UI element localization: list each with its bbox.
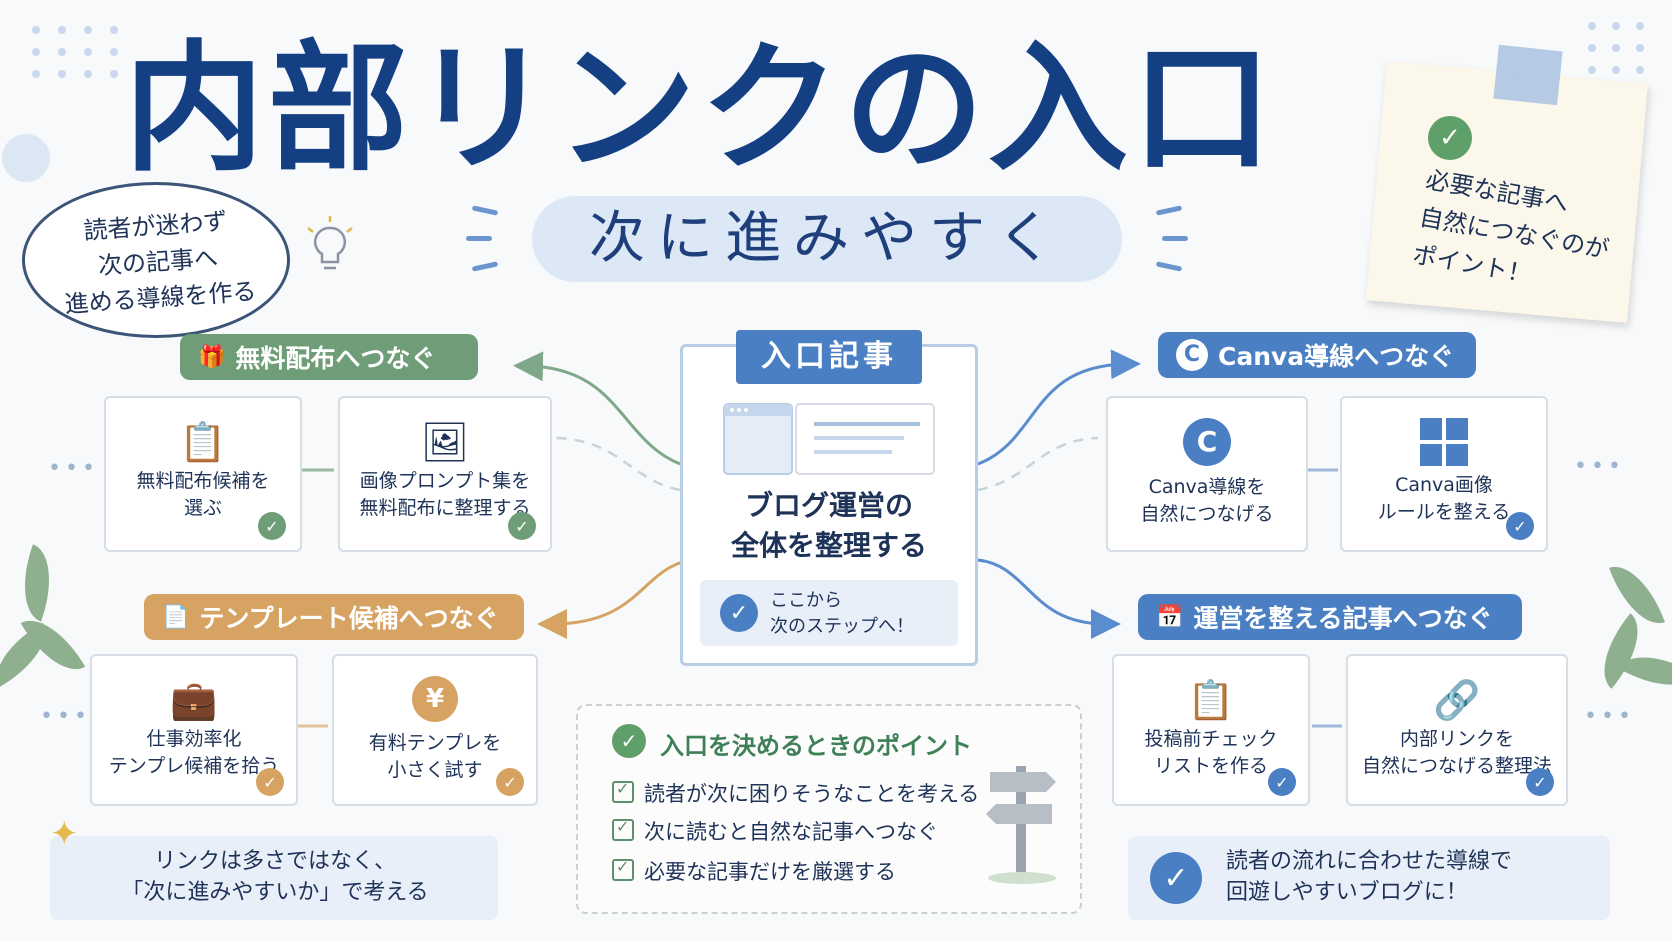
card-canva-image-rules: Canva画像 ルールを整える ✓ — [1340, 396, 1548, 552]
yen-icon: ¥ — [412, 676, 458, 722]
decor-dash — [466, 236, 492, 241]
points-title: 入口を決めるときのポイント — [660, 732, 972, 760]
check-icon: ✓ — [1150, 852, 1202, 904]
check-icon: ✓ — [720, 594, 758, 632]
bottom-left-text: リンクは多さではなく、 「次に進みやすいか」で考える — [121, 849, 429, 905]
bottom-right-note — [1128, 836, 1610, 920]
checklist-icon: 📋 — [1187, 678, 1235, 722]
check-icon: ✓ — [256, 768, 284, 796]
canva-icon: C — [1183, 418, 1231, 466]
checkbox-icon — [612, 857, 634, 881]
card-choose-free-candidates: 📋 無料配布候補を 選ぶ ✓ — [104, 396, 302, 552]
branch-label-free-distribution: 🎁無料配布へつなぐ — [180, 334, 478, 380]
decor-dots: ••• — [1584, 704, 1635, 729]
decor-dots: ••• — [40, 704, 91, 729]
check-icon: ✓ — [508, 512, 536, 540]
subtitle-pill: 次に進みやすく — [532, 196, 1122, 282]
image-icon: 🖼 — [420, 420, 470, 464]
card-organize-prompt-collection: 🖼 画像プロンプト集を 無料配布に整理する ✓ — [338, 396, 552, 552]
checkbox-icon — [612, 817, 634, 841]
calendar-icon: 📅 — [1156, 604, 1184, 630]
check-icon: ✓ — [1526, 768, 1554, 796]
decor-dots: ••• — [1574, 454, 1625, 479]
layout-grid-icon — [1420, 418, 1468, 466]
entry-article-label: 入口記事 — [736, 330, 922, 384]
bottom-right-text: 読者の流れに合わせた導線で 回遊しやすいブログに！ — [1226, 849, 1513, 905]
decor-dots: ••• — [48, 456, 99, 481]
card-pick-template-candidates: 💼 仕事効率化 テンプレ候補を拾う ✓ — [90, 654, 298, 806]
sparkle-icon: ✦ — [50, 814, 79, 854]
points-item: 読者が次に困りそうなことを考える — [612, 778, 979, 808]
link-icon: 🔗 — [1433, 678, 1481, 722]
check-icon: ✓ — [1268, 768, 1296, 796]
signpost-icon — [986, 766, 1056, 884]
branch-label-operation: 📅運営を整える記事へつなぐ — [1138, 594, 1522, 640]
card-connect-canva: C Canva導線を 自然につなげる — [1106, 396, 1308, 552]
check-icon: ✓ — [258, 512, 286, 540]
card-pre-post-checklist: 📋 投稿前チェック リストを作る ✓ — [1112, 654, 1310, 806]
gift-icon: 🎁 — [198, 344, 226, 370]
entry-article-text: ブログ運営の 全体を整理する — [730, 489, 927, 562]
briefcase-icon: 💼 — [170, 678, 218, 722]
lightbulb-icon — [307, 216, 353, 270]
browser-window-icon — [723, 403, 935, 475]
card-internal-link-method: 🔗 内部リンクを 自然につなげる整理法 ✓ — [1346, 654, 1568, 806]
branch-label-template: 📄テンプレート候補へつなぐ — [144, 594, 524, 640]
canva-icon: C — [1176, 339, 1208, 371]
next-step-text: ここから 次のステップへ！ — [770, 590, 914, 637]
checkbox-icon — [612, 779, 634, 803]
clipboard-icon: 📋 — [179, 420, 227, 464]
check-icon: ✓ — [1428, 116, 1472, 160]
decor-dash — [1162, 236, 1188, 241]
page-title: 内部リンクの入口 — [123, 28, 1276, 191]
speech-bubble — [22, 182, 290, 338]
points-item: 必要な記事だけを厳選する — [612, 856, 896, 886]
bottom-left-note — [50, 836, 498, 920]
card-try-paid-template: ¥ 有料テンプレを 小さく試す ✓ — [332, 654, 538, 806]
check-icon: ✓ — [612, 724, 646, 758]
document-icon: 📄 — [162, 604, 190, 630]
check-icon: ✓ — [1506, 512, 1534, 540]
points-item: 次に読むと自然な記事へつなぐ — [612, 816, 938, 846]
check-icon: ✓ — [496, 768, 524, 796]
decor-circle — [2, 134, 50, 182]
